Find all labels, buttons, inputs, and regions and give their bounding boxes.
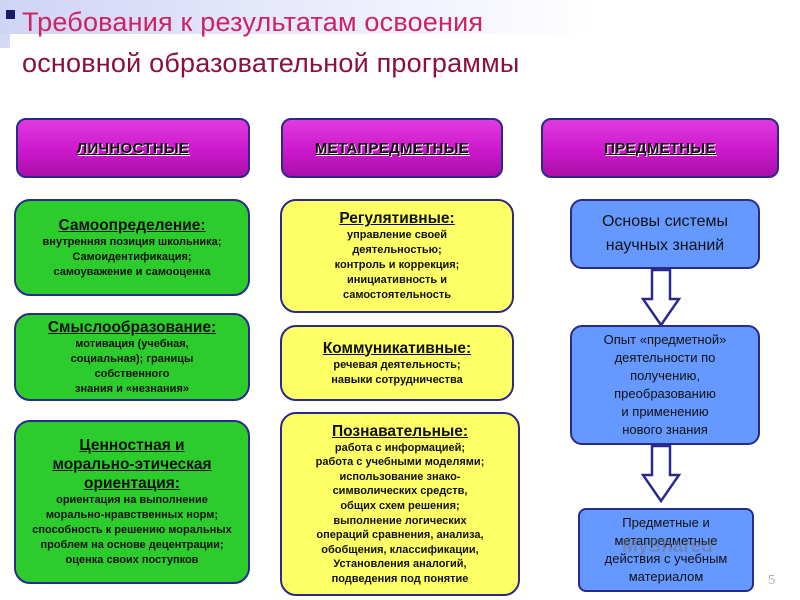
page-number: 5 [768,572,776,587]
box-title: Смыслообразование: [47,318,217,336]
box-communicative: Коммуникативные: речевая деятельность; н… [280,325,514,401]
box-body: Опыт «предметной» деятельности по получе… [603,332,727,437]
bullet-icon [6,10,15,19]
box-title: Регулятивные: [339,210,455,227]
down-arrow-icon [641,269,681,327]
box-self-determination: Самоопределение: внутренняя позиция школ… [14,199,250,296]
box-subject-experience: Опыт «предметной» деятельности по получе… [570,325,760,445]
box-cognitive: Познавательные: работа с информацией; ра… [280,412,520,596]
box-body: работа с информацией; работа с учебными … [315,441,485,585]
title-line-1: Требования к результатам освоения [22,7,484,37]
box-body: ориентация на выполнение морально-нравст… [32,494,232,566]
box-title: Ценностная и морально-этическая ориентац… [52,437,212,492]
header-metasubject: МЕТАПРЕДМЕТНЫЕ [281,118,503,178]
box-subject-actions: Предметные и метапредметные действия с у… [578,508,754,592]
box-meaning-formation: Смыслообразование: мотивация (учебная, с… [14,313,250,401]
title-bar [0,0,800,34]
header-subject: ПРЕДМЕТНЫЕ [541,118,779,178]
box-moral-orientation: Ценностная и морально-этическая ориентац… [14,420,250,584]
box-regulatory: Регулятивные: управление своей деятельно… [280,199,514,313]
down-arrow-icon [641,445,681,503]
box-title: Коммуникативные: [322,339,472,357]
box-body: Предметные и метапредметные действия с у… [604,515,728,584]
box-body: внутренняя позиция школьника; Самоиденти… [42,235,222,278]
box-body: Основы системы научных знаний [601,213,729,254]
watermark: MyShared [622,536,713,557]
box-body: мотивация (учебная, социальная); границы… [70,337,194,395]
box-knowledge-system: Основы системы научных знаний [570,199,760,269]
title-decoration [0,34,10,48]
box-body: речевая деятельность; навыки сотрудничес… [331,358,463,386]
box-body: управление своей деятельностью; контроль… [334,229,460,301]
page-title: Требования к результатам освоения основн… [22,2,792,84]
header-personal: ЛИЧНОСТНЫЕ [16,118,250,178]
box-title: Самоопределение: [58,216,206,234]
title-line-2: основной образовательной программы [22,48,520,78]
box-title: Познавательные: [331,422,468,440]
